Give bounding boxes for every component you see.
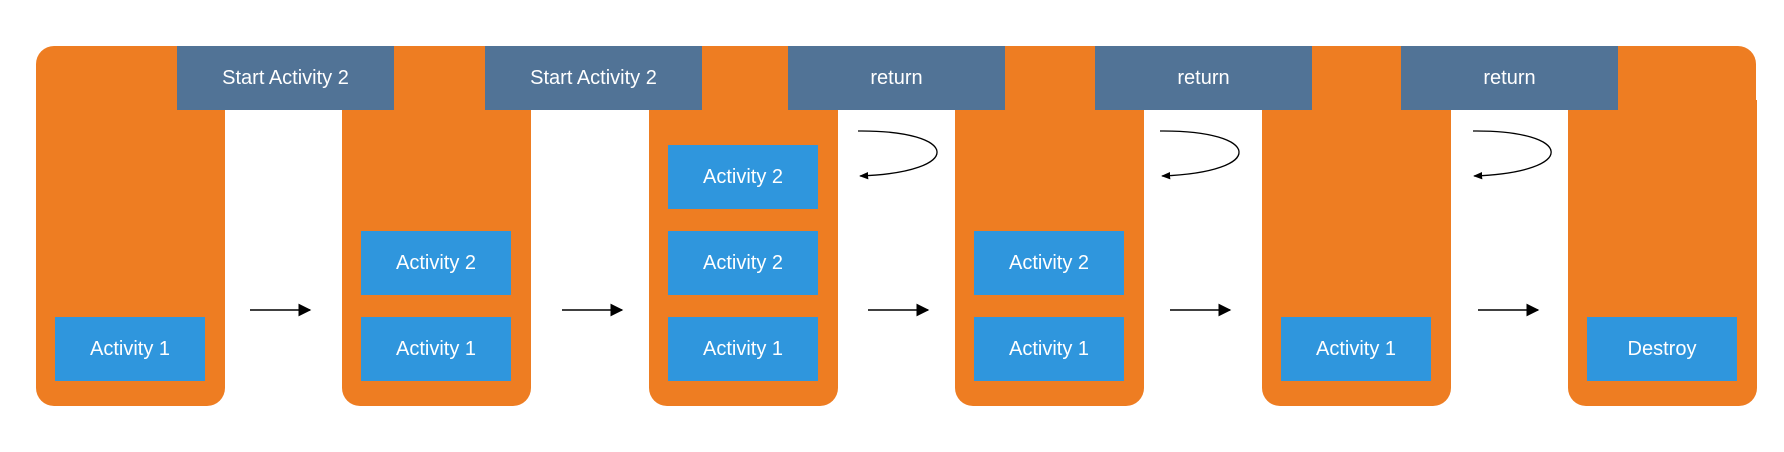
gap-5 [1451, 110, 1568, 410]
gap-1 [225, 110, 342, 410]
stack-2-item-1: Activity 2 [361, 231, 511, 295]
pop-arrow-3-icon [1472, 130, 1552, 180]
stack-1-item-1: Activity 1 [55, 317, 205, 381]
transition-label-5: return [1401, 46, 1618, 110]
stack-4-item-2: Activity 1 [974, 317, 1124, 381]
stack-5-item-1: Activity 1 [1281, 317, 1431, 381]
stack-4-item-1: Activity 2 [974, 231, 1124, 295]
pop-arrow-2-icon [1159, 130, 1240, 180]
transition-label-4: return [1095, 46, 1312, 110]
transition-label-2: Start Activity 2 [485, 46, 702, 110]
gap-2 [531, 110, 649, 410]
stack-3-item-3: Activity 1 [668, 317, 818, 381]
stack-2-item-2: Activity 1 [361, 317, 511, 381]
stack-3-item-2: Activity 2 [668, 231, 818, 295]
gap-4 [1144, 110, 1262, 410]
pop-arrow-1-icon [857, 130, 938, 180]
stack-6-item-1: Destroy [1587, 317, 1737, 381]
gap-3 [838, 110, 955, 410]
transition-label-3: return [788, 46, 1005, 110]
transition-label-1: Start Activity 2 [177, 46, 394, 110]
stack-3-item-1: Activity 2 [668, 145, 818, 209]
